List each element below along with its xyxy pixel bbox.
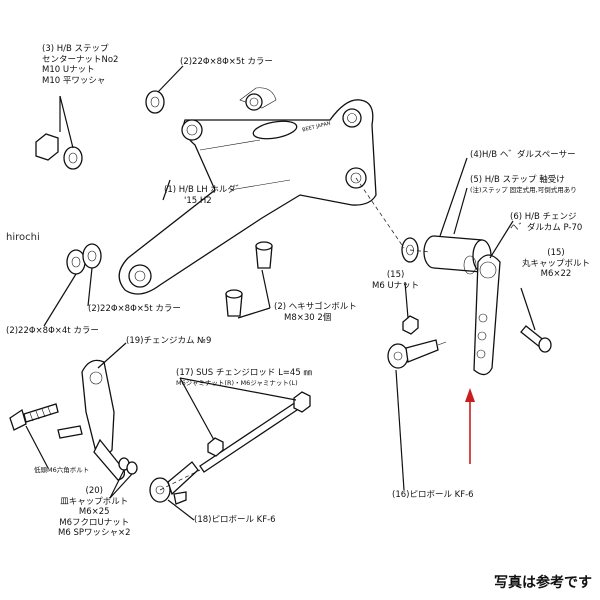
label-part18: (18)ピロボール KF-6 xyxy=(194,515,276,525)
cap-bolt-part15 xyxy=(520,325,552,353)
label-part6: (6) H/B チェンジヘ゛ダルカム P-70 xyxy=(510,212,583,233)
watermark: hirochi xyxy=(6,232,40,243)
red-pointer-arrow xyxy=(465,388,475,464)
u-nut-part15 xyxy=(402,315,419,335)
label-part2-mid: (2)22Φ×8Φ×5t カラー xyxy=(88,304,181,314)
low-head-bolt xyxy=(9,403,59,431)
change-rod-part17 xyxy=(199,391,311,473)
label-part2-left: (2)22Φ×8Φ×4t カラー xyxy=(6,326,99,336)
collars-left-part2 xyxy=(66,243,102,275)
collar-top-part2 xyxy=(145,90,165,114)
rod-end-part16 xyxy=(387,339,447,369)
leader-lines xyxy=(25,65,536,521)
pedal-cam-part6 xyxy=(473,254,501,376)
label-low-head-bolt: 低頭M6六角ボルト xyxy=(34,466,90,474)
washer-stack-part3 xyxy=(35,133,83,170)
label-part4: (4)H/B ヘ゛ダルスペーサー xyxy=(470,150,576,160)
footer-note: 写真は参考です xyxy=(494,575,592,591)
label-part19: (19)チェンジカム №9 xyxy=(126,336,212,346)
change-cam-part19 xyxy=(81,359,126,481)
label-part1: (1) H/B LH ホルダ゛'15 H2 xyxy=(164,185,245,206)
label-part2-top: (2)22Φ×8Φ×5t カラー xyxy=(180,57,273,67)
label-part15-mid: (15)M6 Uナット xyxy=(372,270,420,291)
hex-bolts-part2 xyxy=(225,241,273,317)
label-part5: (5) H/B ステップ 軸受け(注)ステップ 固定式用,可倒式用あり xyxy=(470,175,577,194)
label-part16: (16)ピロボール KF-6 xyxy=(392,490,474,500)
holder-plate-part1 xyxy=(118,87,377,295)
washers-part20 xyxy=(57,425,138,475)
